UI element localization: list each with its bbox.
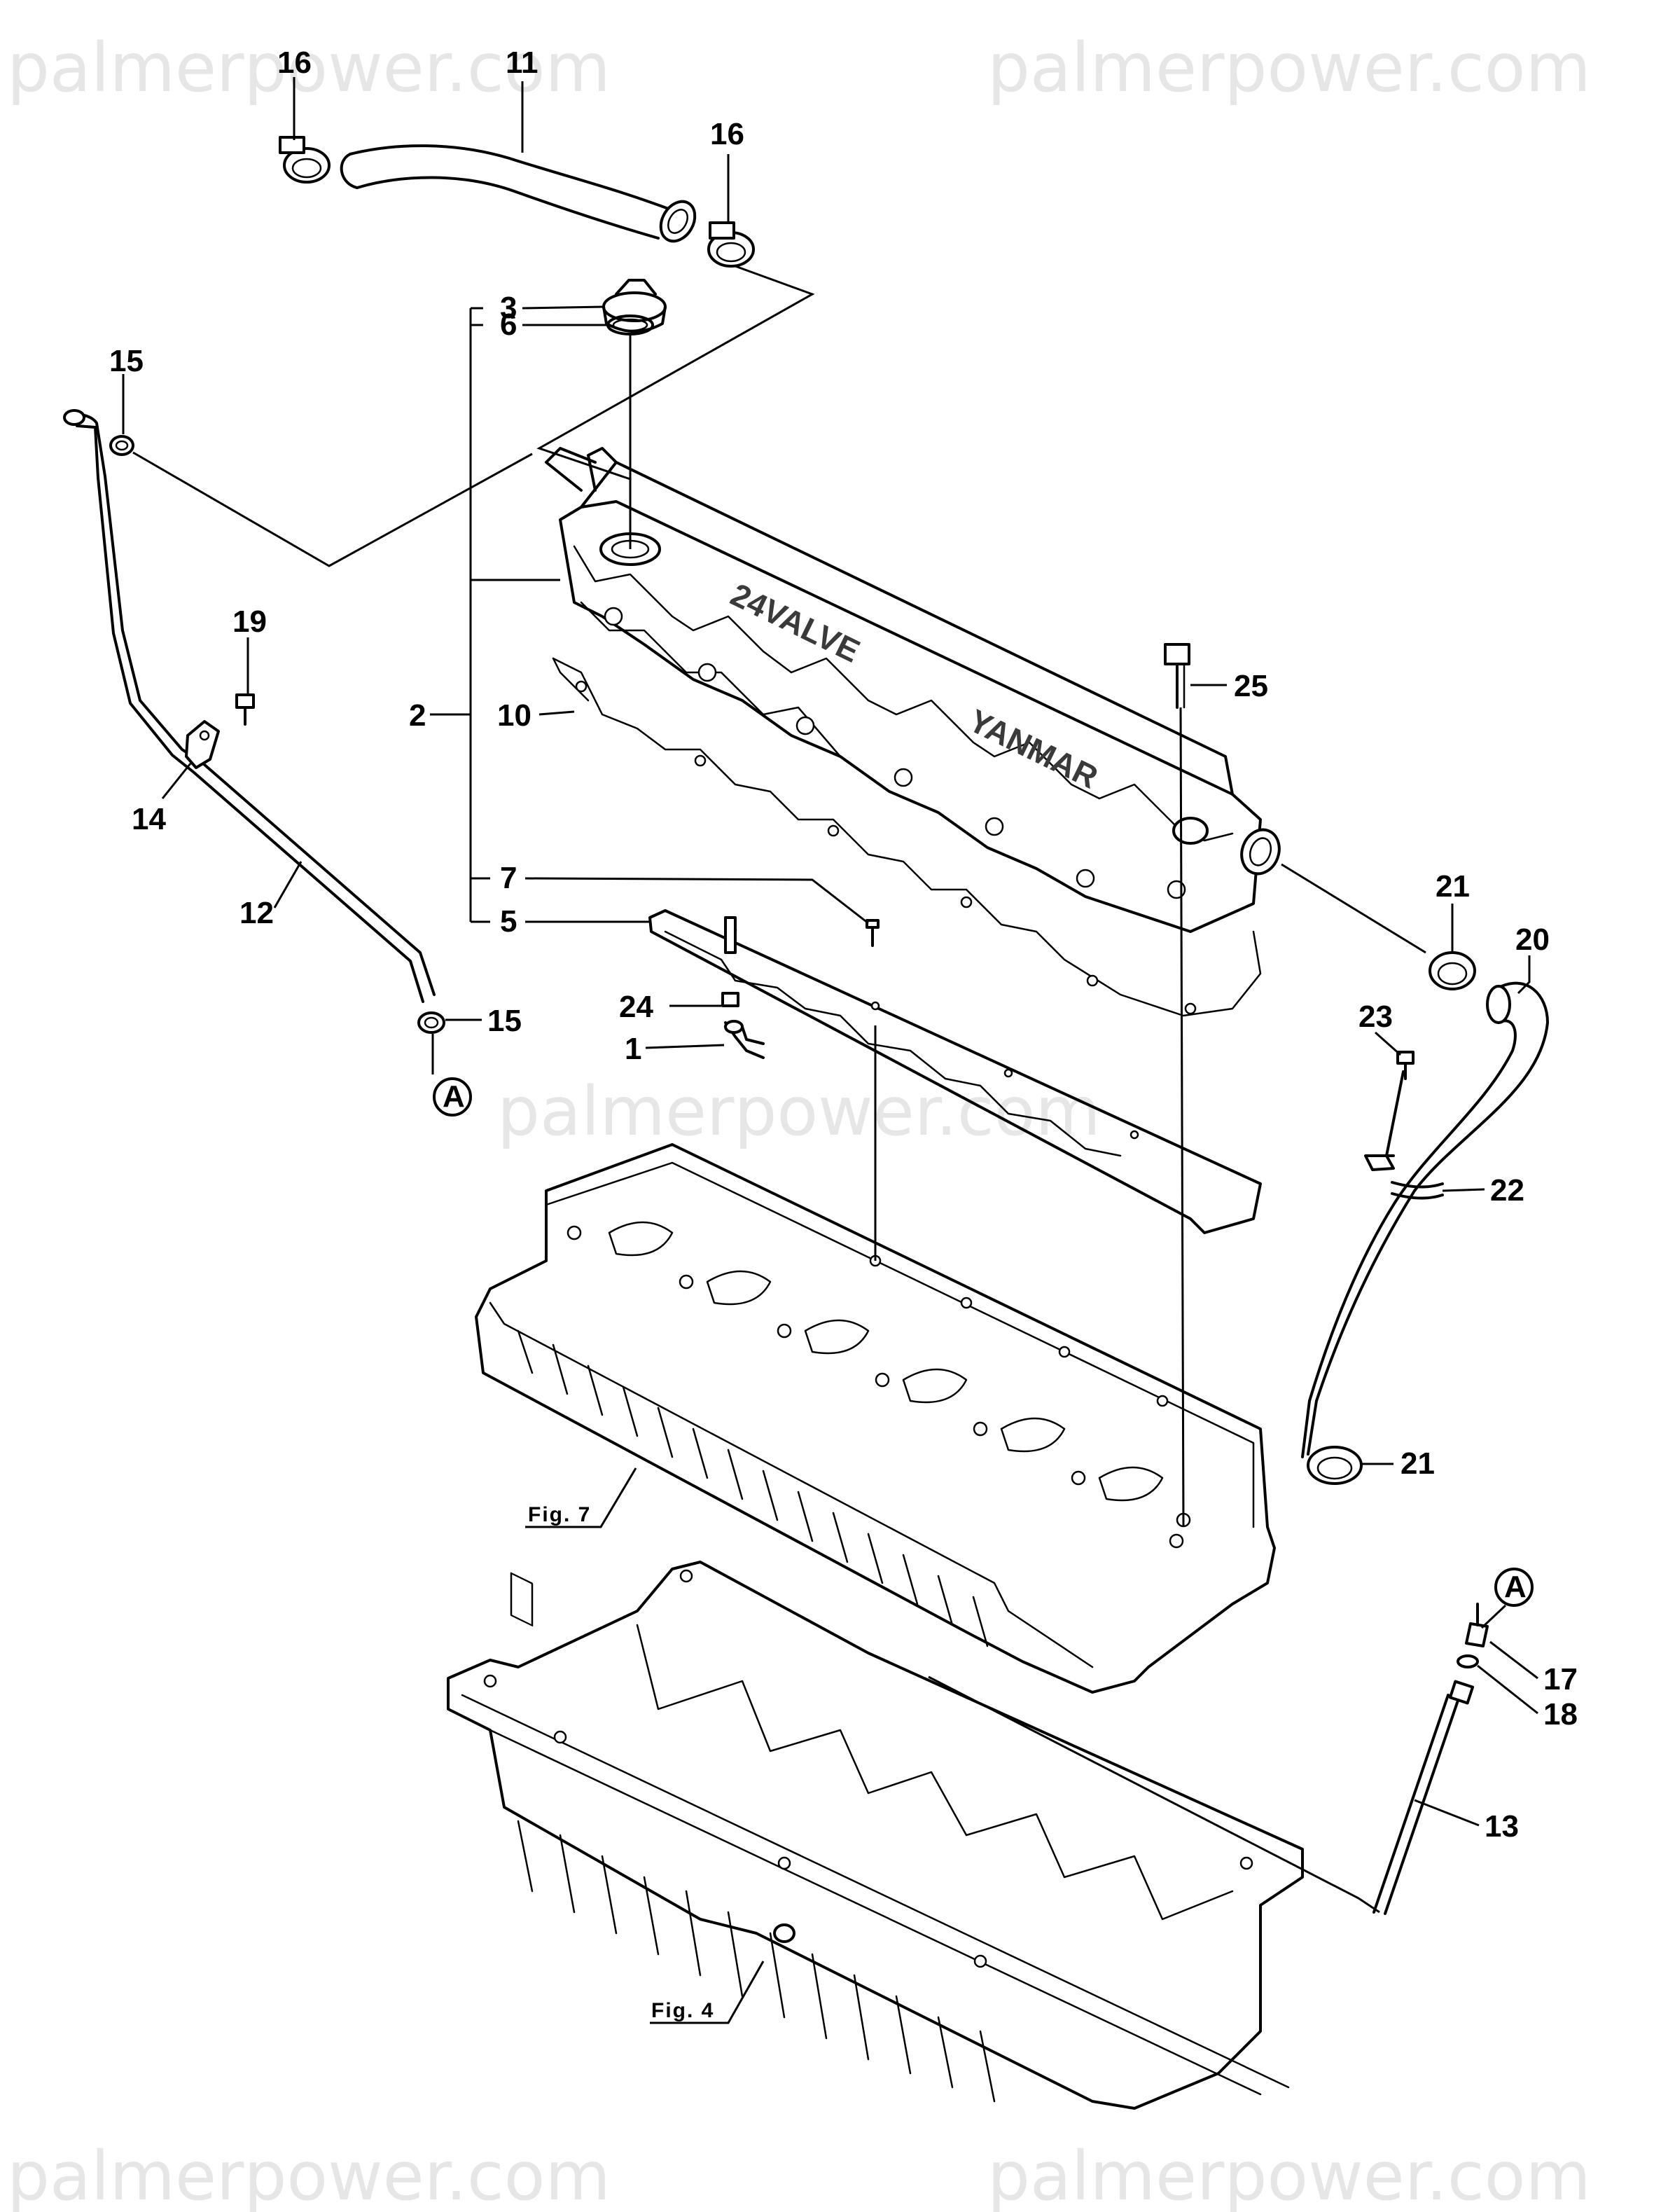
elbow-fitting	[724, 1020, 765, 1059]
cover-marking-24valve: 24VALVE	[725, 576, 866, 669]
breather-hose	[340, 144, 697, 243]
callout-1: 1	[625, 1032, 641, 1066]
callout-13: 13	[1485, 1809, 1519, 1844]
oil-filler-cap	[602, 279, 667, 333]
hose-clamp-16-left	[279, 136, 331, 184]
watermark-center: palmerpower.com	[497, 1072, 1101, 1151]
stud	[721, 916, 739, 1007]
callout-16-left: 16	[277, 46, 312, 80]
callouts: 16 11 16 3 6 15 25 2 10 19 14 7 12 5 21 …	[109, 46, 1578, 1844]
pipe-bracket	[185, 720, 220, 769]
hose-band-22	[1391, 1181, 1444, 1200]
o-ring	[606, 314, 654, 336]
marker-a-top: A	[433, 1077, 472, 1117]
callout-5: 5	[500, 904, 517, 939]
pipe-clamp-15-top	[109, 435, 134, 456]
callout-25: 25	[1234, 669, 1268, 703]
cover-marking-yanmar: YANMAR	[964, 702, 1104, 795]
hose-bracket	[1364, 1070, 1405, 1171]
callout-22: 22	[1490, 1173, 1524, 1208]
dipstick-o-ring	[1457, 1654, 1479, 1668]
bracket-bolt-23	[1396, 1051, 1415, 1080]
head-port-row	[510, 1572, 534, 1627]
callout-11: 11	[506, 46, 538, 80]
bracket-bolt	[235, 693, 255, 726]
callout-10: 10	[497, 698, 531, 733]
callout-17: 17	[1543, 1662, 1578, 1696]
figure-ref-fig7: Fig. 7	[528, 1503, 591, 1526]
callout-14: 14	[132, 802, 166, 836]
marker-a-bottom: A	[1494, 1568, 1534, 1607]
hose-clamp-21-top	[1429, 951, 1476, 990]
cover-bolt	[1164, 643, 1190, 709]
callout-15-top: 15	[109, 344, 144, 378]
callout-20: 20	[1515, 922, 1550, 957]
svg-text:A: A	[1504, 1570, 1527, 1604]
svg-text:A: A	[443, 1079, 465, 1114]
watermarks: palmerpower.com palmerpower.com palmerpo…	[7, 29, 1591, 2212]
watermark-top-left: palmerpower.com	[7, 29, 611, 107]
valve-cover-gasket	[552, 657, 1262, 1017]
watermark-bottom-left: palmerpower.com	[7, 2137, 611, 2212]
callout-12: 12	[239, 896, 274, 930]
baffle-plate	[648, 909, 1262, 1234]
callout-21-bottom: 21	[1401, 1446, 1435, 1481]
watermark-top-right: palmerpower.com	[987, 29, 1591, 107]
leader-lines	[122, 77, 1538, 2024]
callout-7: 7	[500, 861, 517, 895]
callout-3: 3	[500, 291, 517, 325]
watermark-bottom-right: palmerpower.com	[987, 2137, 1591, 2212]
callout-19: 19	[232, 604, 267, 639]
callout-21-top: 21	[1436, 869, 1470, 904]
callout-18: 18	[1543, 1697, 1578, 1731]
hose-clamp-21-bottom	[1307, 1446, 1363, 1485]
hose-clamp-16-right	[707, 221, 755, 268]
dipstick	[1372, 1680, 1475, 1915]
cylinder-head	[475, 1143, 1276, 1694]
dipstick-fitting	[1465, 1603, 1489, 1647]
callout-2: 2	[409, 698, 426, 733]
callout-6: 6	[500, 307, 517, 342]
figure-ref-fig4: Fig. 4	[651, 1999, 714, 2022]
screw	[866, 919, 880, 947]
oil-pan	[447, 1561, 1304, 2110]
valve-cover: 24VALVE YANMAR	[545, 447, 1281, 933]
callout-16-right: 16	[710, 117, 744, 151]
callout-24: 24	[619, 990, 653, 1024]
callout-15-bottom: 15	[487, 1004, 522, 1038]
pipe-clamp-15-bottom	[417, 1011, 445, 1034]
coolant-hose	[1301, 981, 1549, 1458]
callout-23: 23	[1358, 1000, 1393, 1034]
